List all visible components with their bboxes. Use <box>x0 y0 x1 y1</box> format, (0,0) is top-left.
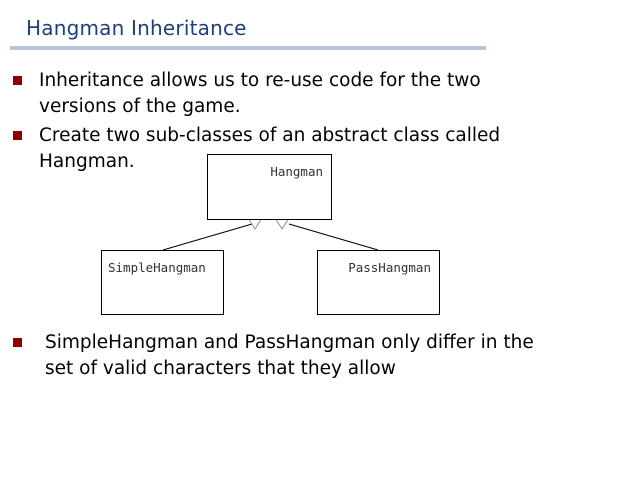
class-name: SimpleHangman <box>108 260 206 275</box>
class-box-passhangman: PassHangman <box>317 250 440 315</box>
class-box-simplehangman: SimpleHangman <box>101 250 224 315</box>
bullet-square-icon <box>13 131 22 140</box>
bullet-line: Hangman. <box>39 151 135 172</box>
class-name: Hangman <box>270 164 323 179</box>
inheritance-line-pass <box>288 223 379 251</box>
bullet-square-icon <box>13 338 22 347</box>
bullet-square-icon <box>13 76 22 85</box>
bullet-line: SimpleHangman and PassHangman only diffe… <box>45 332 534 353</box>
slide-title: Hangman Inheritance <box>26 16 247 40</box>
bullet-line: Create two sub-classes of an abstract cl… <box>39 125 501 146</box>
title-underline <box>10 46 486 50</box>
bullet-line: set of valid characters that they allow <box>45 358 396 379</box>
inheritance-line-simple <box>162 223 253 251</box>
class-box-hangman: Hangman <box>207 154 332 220</box>
bullet-line: versions of the game. <box>39 96 241 117</box>
class-name: PassHangman <box>348 260 431 275</box>
bullet-line: Inheritance allows us to re-use code for… <box>39 70 481 91</box>
